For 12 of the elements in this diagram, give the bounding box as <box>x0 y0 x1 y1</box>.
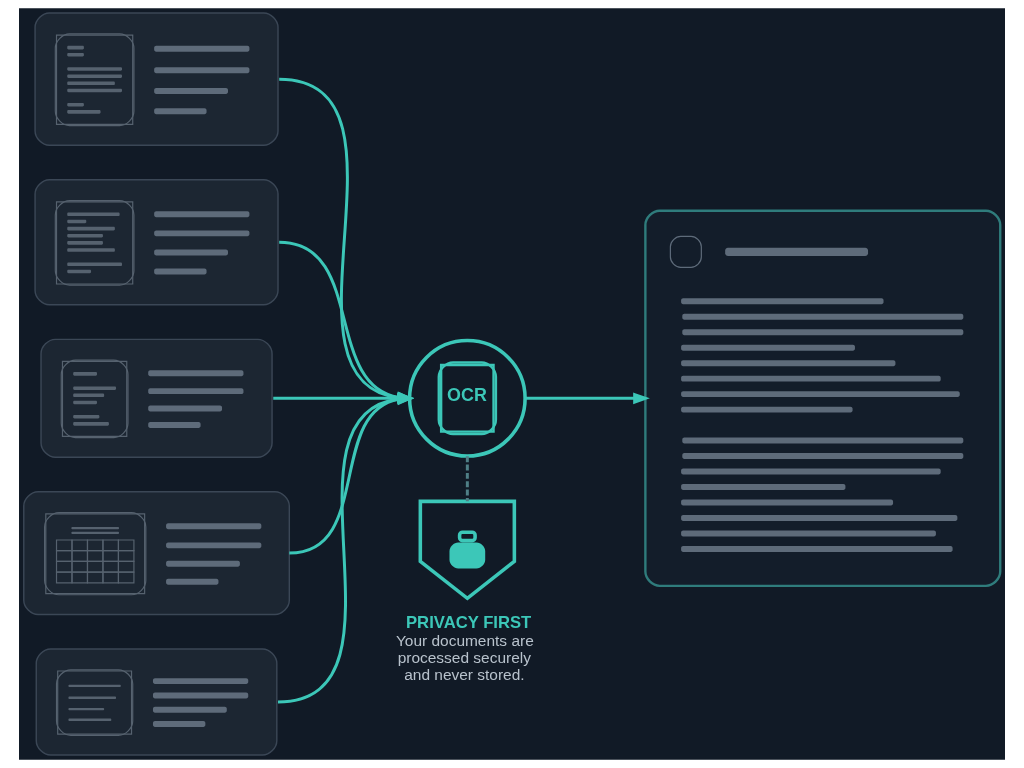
node-picture <box>23 491 291 616</box>
connector <box>465 456 469 502</box>
node-picture <box>34 179 279 306</box>
arrow <box>525 392 650 405</box>
node-picture <box>35 648 278 756</box>
node-picture <box>40 338 273 458</box>
node-picture <box>644 209 1002 588</box>
node-label: Your documents are processed securely and never stored. <box>395 632 534 683</box>
node-shield <box>418 499 517 601</box>
node-label: PRIVACY FIRST <box>406 613 532 633</box>
node-picture <box>34 12 279 146</box>
node-circle: OCR <box>407 338 527 458</box>
